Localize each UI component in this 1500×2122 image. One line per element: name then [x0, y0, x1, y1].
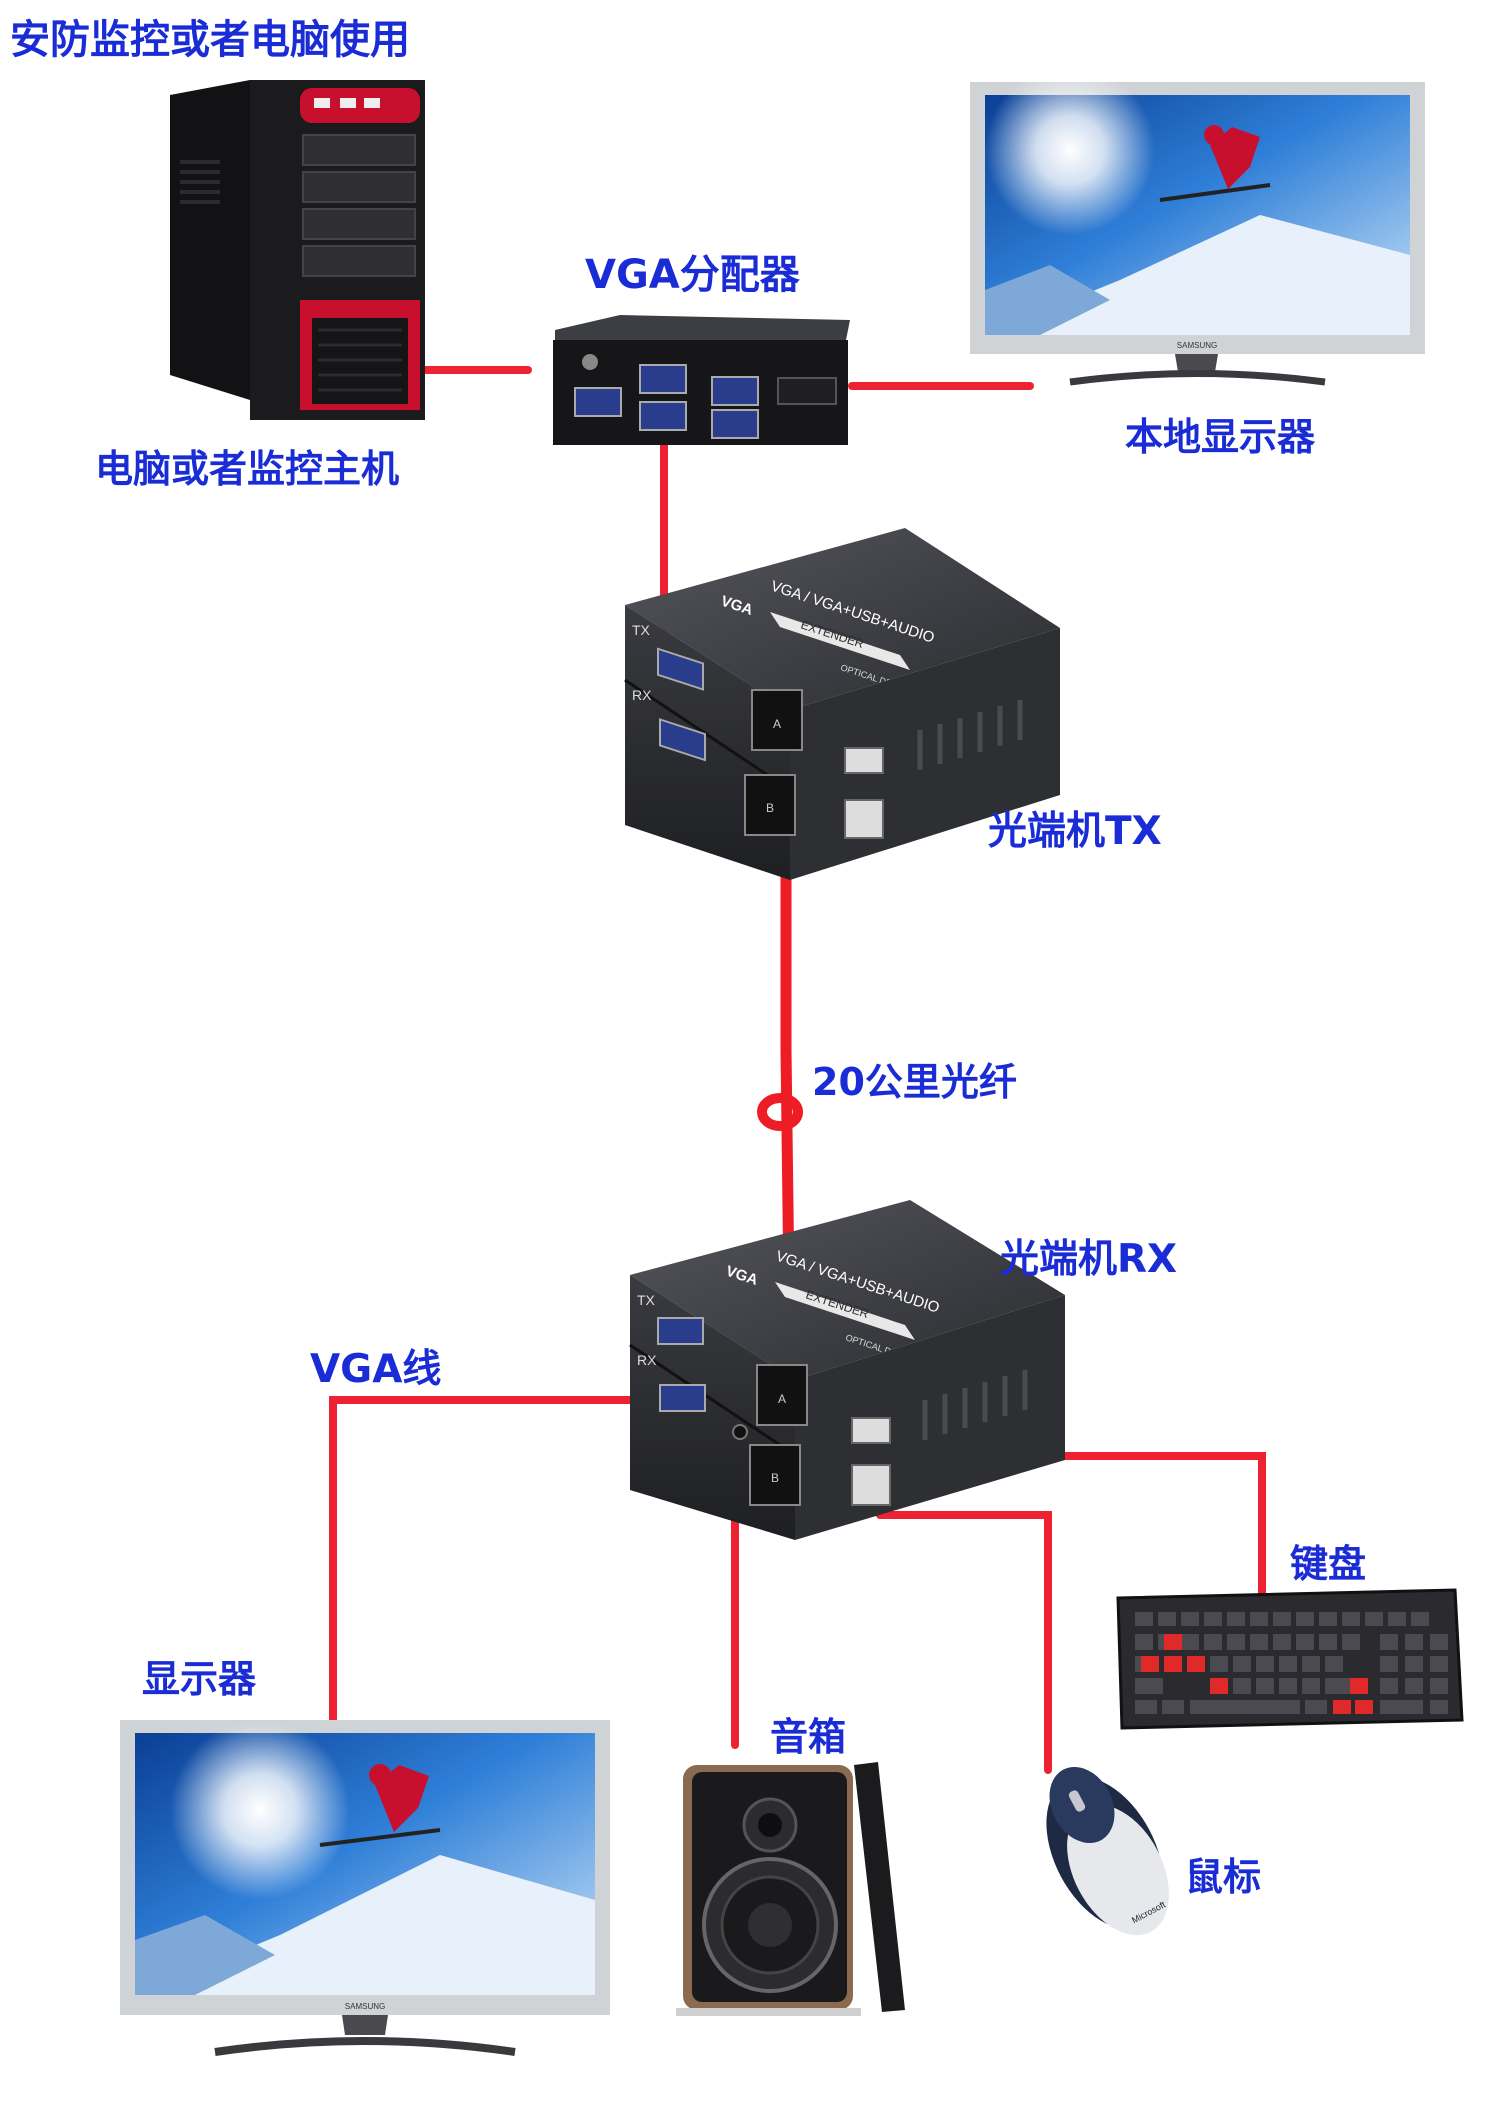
- label-speaker: 音箱: [770, 1715, 847, 1759]
- speaker-device: [676, 1762, 905, 2016]
- tx-fiber-b: B: [766, 801, 774, 815]
- local-monitor-device: SAMSUNG: [970, 65, 1425, 386]
- tx-port-label-tx: TX: [632, 622, 651, 638]
- fiber-coil: [757, 1093, 803, 1131]
- label-pc-host: 电脑或者监控主机: [95, 447, 400, 491]
- label-vga-splitter: VGA分配器: [585, 252, 800, 298]
- vga-splitter-device: [553, 315, 850, 445]
- label-monitor: 显示器: [142, 1657, 257, 1701]
- wire-rx-to-mouse: [876, 1511, 1052, 1774]
- keyboard-device: [1116, 1588, 1464, 1730]
- skier-icon: [319, 1764, 441, 1847]
- rx-fiber-b: B: [771, 1471, 779, 1485]
- rx-optical-unit: VGA VGA / VGA+USB+AUDIO EXTENDER OPTICAL…: [629, 1200, 1065, 1540]
- skier-icon: [1159, 125, 1271, 202]
- diagram-title: 安防监控或者电脑使用: [10, 17, 410, 63]
- tx-port-label-rx: RX: [632, 687, 652, 703]
- label-mouse: 鼠标: [1185, 1855, 1262, 1899]
- rx-port-label-rx: RX: [637, 1352, 657, 1368]
- label-fiber: 20公里光纤: [812, 1060, 1017, 1104]
- label-rx-unit: 光端机RX: [1000, 1237, 1178, 1282]
- label-keyboard: 键盘: [1290, 1542, 1367, 1586]
- local-monitor-brand: SAMSUNG: [1177, 341, 1217, 350]
- label-vga-cable: VGA线: [310, 1347, 442, 1392]
- mouse-device: Microsoft: [1046, 1766, 1169, 1936]
- rx-port-label-tx: TX: [637, 1292, 656, 1308]
- label-local-monitor: 本地显示器: [1125, 415, 1316, 459]
- label-tx-unit: 光端机TX: [988, 809, 1162, 854]
- pc-tower: [170, 80, 425, 420]
- monitor-brand: SAMSUNG: [345, 2002, 385, 2011]
- tx-optical-unit: VGA VGA / VGA+USB+AUDIO EXTENDER OPTICAL…: [624, 528, 1060, 880]
- tx-fiber-a: A: [773, 717, 781, 731]
- monitor-device: SAMSUNG: [120, 1720, 610, 2056]
- rx-fiber-a: A: [778, 1392, 786, 1406]
- wire-rx-to-monitor: [329, 1396, 684, 1724]
